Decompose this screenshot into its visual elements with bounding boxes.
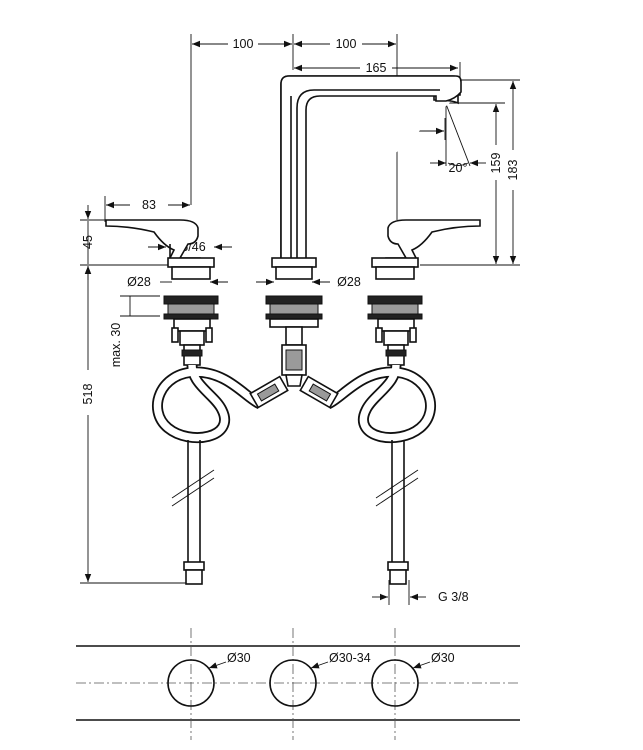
handle-length-dimension <box>104 196 190 222</box>
hole-center <box>269 659 317 707</box>
dim-handle-height: 45 <box>81 235 95 249</box>
label-hole-left: Ø30 <box>227 651 251 665</box>
max-thickness-dimension <box>120 295 160 317</box>
right-mount-assembly <box>367 295 423 366</box>
left-handle <box>105 219 215 280</box>
dim-total-height: 183 <box>506 160 520 181</box>
plan-view <box>76 628 520 740</box>
dim-handle-length: 83 <box>142 198 156 212</box>
height-dimensions <box>420 79 520 266</box>
spout-angle-dimension <box>430 98 486 167</box>
label-hole-center: Ø30-34 <box>329 651 371 665</box>
dim-outlet-height: 159 <box>489 153 503 174</box>
dim-thread: G 3/8 <box>438 590 469 604</box>
left-mount-assembly <box>163 295 219 366</box>
dim-center-diameter: Ø28 <box>337 275 361 289</box>
hole-right <box>371 659 419 707</box>
center-mount-assembly <box>265 295 323 376</box>
dim-top-right-spacing: 100 <box>336 37 357 51</box>
dim-max-thickness: max. 30 <box>109 323 123 368</box>
dim-spout-angle: 20° <box>449 161 468 175</box>
hoses <box>152 364 436 585</box>
dim-spout-reach: 165 <box>366 61 387 75</box>
right-handle <box>371 219 481 280</box>
hose-length-dimension <box>80 266 190 584</box>
hole-left <box>167 659 215 707</box>
spout <box>271 75 462 280</box>
dim-hose-length: 518 <box>81 384 95 405</box>
dim-top-left-spacing: 100 <box>233 37 254 51</box>
label-hole-right: Ø30 <box>431 651 455 665</box>
dim-left-diameter: Ø28 <box>127 275 151 289</box>
thread-dimension <box>372 580 426 605</box>
